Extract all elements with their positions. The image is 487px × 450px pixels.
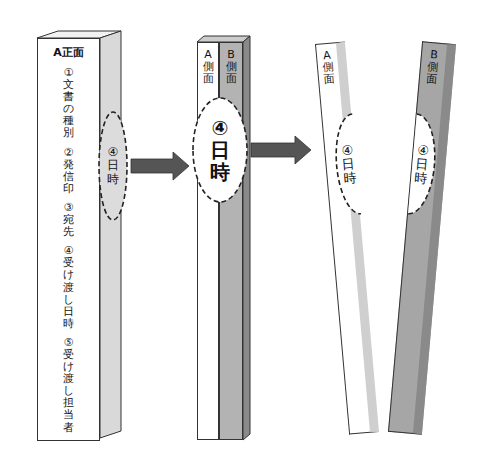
field-item: ②発信印 xyxy=(63,147,74,195)
face-label: B側面 xyxy=(226,49,237,85)
date-label: ④日時 xyxy=(340,143,357,187)
bar-side xyxy=(100,31,121,438)
face-label: A側面 xyxy=(203,49,214,85)
date-ellipse: ④日時 xyxy=(99,112,127,220)
bar-front-face: A正面 ①文書の種別 ②発信印 ③宛先 ④受け渡し日時 ⑤受け渡し担当者 xyxy=(37,38,100,441)
block-arrow xyxy=(131,152,189,180)
date-label: ④日時 xyxy=(411,143,431,187)
half-date-ellipse: ④日時 xyxy=(332,114,361,215)
date-ellipse: ④日時 xyxy=(193,98,247,202)
bar-side xyxy=(243,36,250,440)
split-bar: B側面 ④日時 xyxy=(388,41,456,434)
field-item: ④受け渡し日時 xyxy=(63,245,74,330)
dashed-ellipse xyxy=(193,98,247,202)
dashed-ellipse xyxy=(408,114,439,216)
field-item: ①文書の種別 xyxy=(63,67,74,140)
split-bar: A側面 ④日時 xyxy=(315,41,379,434)
half-date-ellipse: ④日時 xyxy=(408,114,439,216)
date-label: ④日時 xyxy=(210,117,230,183)
face-label: A側面 xyxy=(321,50,335,87)
date-label: ④日時 xyxy=(107,146,119,186)
block-arrow xyxy=(251,136,311,164)
face-label: B側面 xyxy=(426,49,440,86)
field-item: ③宛先 xyxy=(63,202,74,238)
dashed-ellipse xyxy=(332,114,361,215)
dashed-ellipse xyxy=(99,112,127,220)
face-heading: A正面 xyxy=(53,45,84,60)
field-item: ⑤受け渡し担当者 xyxy=(63,337,74,434)
